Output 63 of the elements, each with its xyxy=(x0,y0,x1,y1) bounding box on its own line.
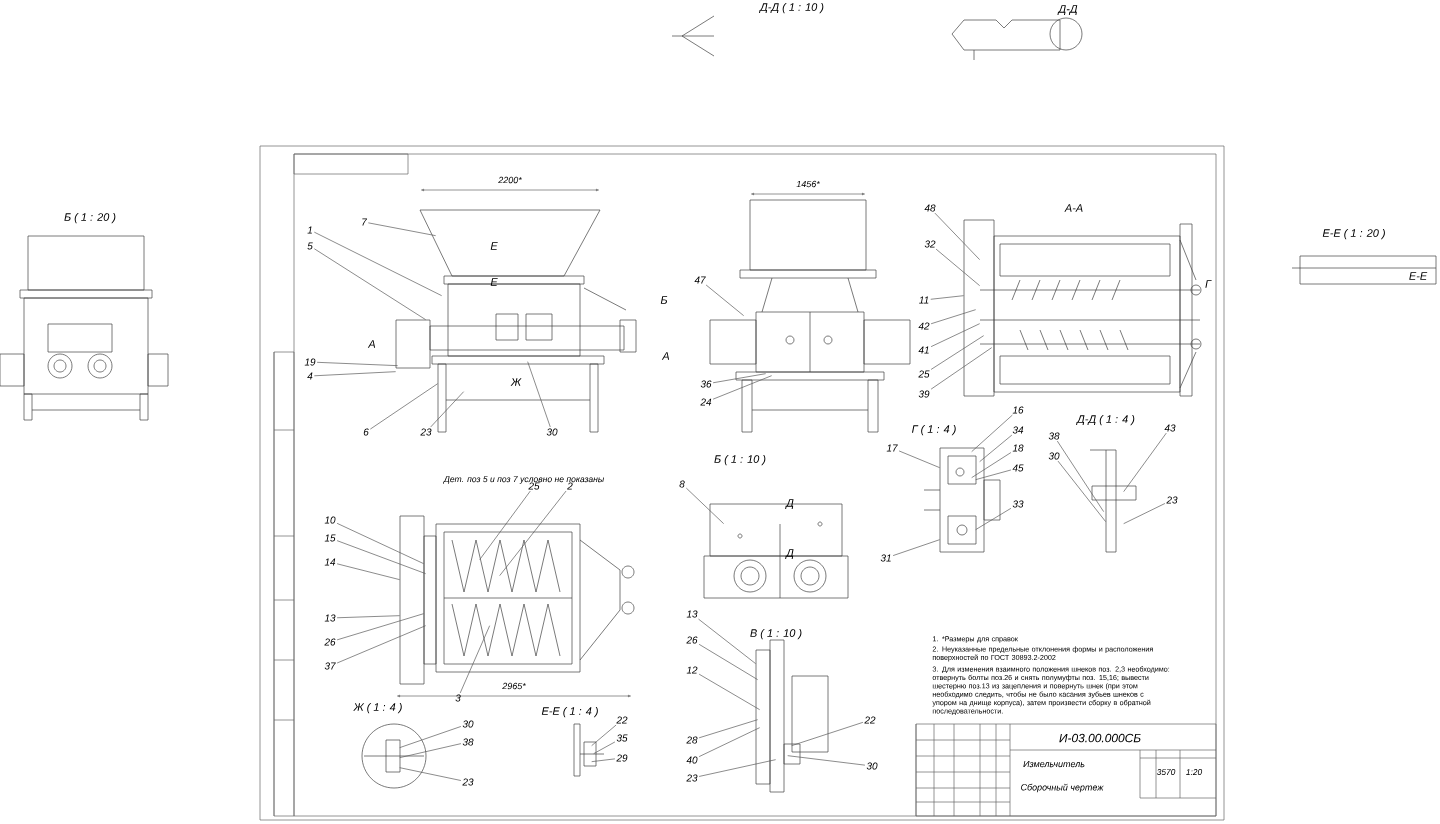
leader-line xyxy=(336,615,400,619)
detail-view-drawing xyxy=(755,639,829,793)
leader-line xyxy=(527,361,551,428)
leader-line xyxy=(930,347,992,390)
leader-line xyxy=(336,540,426,574)
leader-line xyxy=(698,727,760,757)
leader-line xyxy=(698,643,758,680)
leader-line xyxy=(698,618,756,664)
leader-line xyxy=(399,767,462,781)
leader-line xyxy=(971,414,1013,452)
leader-line xyxy=(698,719,758,739)
leader-line xyxy=(336,625,426,664)
leader-line xyxy=(930,335,984,370)
leader-line xyxy=(479,490,531,560)
leader-line xyxy=(935,248,980,286)
detail-view-drawing xyxy=(361,723,427,789)
leader-line xyxy=(712,373,766,384)
leader-line xyxy=(316,361,398,366)
leader-line xyxy=(367,222,436,236)
leader-line xyxy=(336,563,400,580)
leader-line xyxy=(313,371,396,377)
leader-line xyxy=(892,539,940,556)
leader-line xyxy=(1057,460,1106,522)
detail-view-drawing xyxy=(1089,449,1137,553)
leader-line xyxy=(1057,440,1104,512)
leader-line xyxy=(499,490,567,576)
detail-view-drawing xyxy=(573,723,605,777)
leader-line xyxy=(1123,503,1166,524)
leader-line xyxy=(430,391,464,428)
leader-line xyxy=(712,375,772,400)
detail-view-drawing xyxy=(923,447,1001,553)
leader-line xyxy=(934,212,980,260)
leader-line xyxy=(591,758,616,762)
leader-line xyxy=(791,722,864,746)
leader-line xyxy=(971,452,1012,478)
leader-line xyxy=(898,450,940,468)
leader-line xyxy=(979,434,1013,462)
leader-line xyxy=(459,625,490,694)
leader-line xyxy=(313,248,426,320)
front-view-drawing xyxy=(395,209,637,433)
section-view-drawing xyxy=(963,219,1202,397)
leader-line xyxy=(975,469,1012,480)
detail-view-drawing xyxy=(703,503,849,599)
leader-line xyxy=(705,284,744,316)
leader-line xyxy=(399,726,462,748)
leader-line xyxy=(787,755,866,766)
leader-line xyxy=(698,673,760,710)
leader-line xyxy=(593,741,616,754)
leader-line xyxy=(975,507,1012,530)
leader-line xyxy=(930,309,976,325)
leader-line xyxy=(336,522,424,564)
leader-line xyxy=(930,295,964,300)
leader-line xyxy=(591,724,617,746)
side-view-drawing xyxy=(709,199,911,433)
leader-line xyxy=(399,743,462,758)
leader-line xyxy=(698,759,776,777)
leader-line xyxy=(685,487,724,524)
leader-line xyxy=(336,613,424,641)
leader-line xyxy=(313,231,442,296)
leader-line xyxy=(1123,432,1167,492)
plan-view-drawing xyxy=(399,515,635,685)
leader-line xyxy=(369,383,438,430)
leader-line xyxy=(930,323,980,347)
